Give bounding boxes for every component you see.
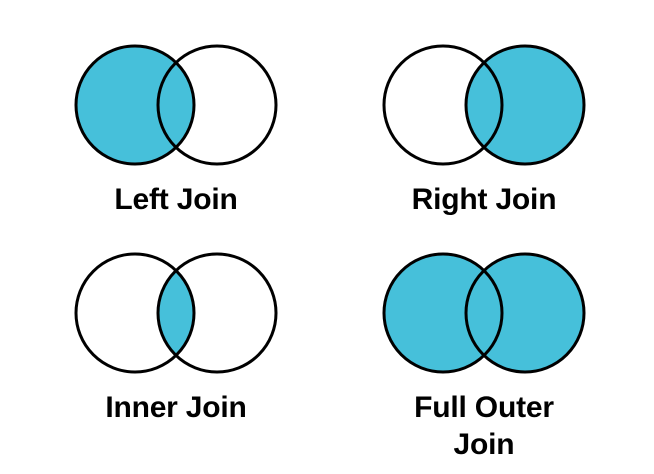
join-label-left-join: Left Join bbox=[114, 183, 238, 216]
venn-graphic-left-join bbox=[73, 40, 279, 170]
right-circle-outline bbox=[464, 252, 586, 374]
venn-svg-right-join bbox=[382, 44, 586, 166]
venn-svg-left-join bbox=[74, 44, 278, 166]
venn-svg-full-outer-join bbox=[382, 252, 586, 374]
venn-graphic-inner-join bbox=[73, 248, 279, 378]
right-circle-outline bbox=[464, 44, 586, 166]
venn-card-inner-join: Inner Join bbox=[32, 248, 320, 427]
left-circle-outline bbox=[74, 252, 196, 374]
venn-card-left-join: Left Join bbox=[32, 40, 320, 219]
venn-card-full-outer-join: Full Outer Join bbox=[340, 248, 628, 463]
left-circle-outline bbox=[74, 44, 196, 166]
venn-graphic-full-outer-join bbox=[381, 248, 587, 378]
right-circle-outline bbox=[156, 252, 278, 374]
join-label-inner-join: Inner Join bbox=[105, 391, 247, 424]
join-label-full-outer-join: Full Outer Join bbox=[414, 391, 554, 461]
right-circle-outline bbox=[156, 44, 278, 166]
venn-graphic-right-join bbox=[381, 40, 587, 170]
venn-svg-inner-join bbox=[74, 252, 278, 374]
left-circle-outline bbox=[382, 252, 504, 374]
venn-card-right-join: Right Join bbox=[340, 40, 628, 219]
join-label-right-join: Right Join bbox=[411, 183, 557, 216]
left-circle-outline bbox=[382, 44, 504, 166]
